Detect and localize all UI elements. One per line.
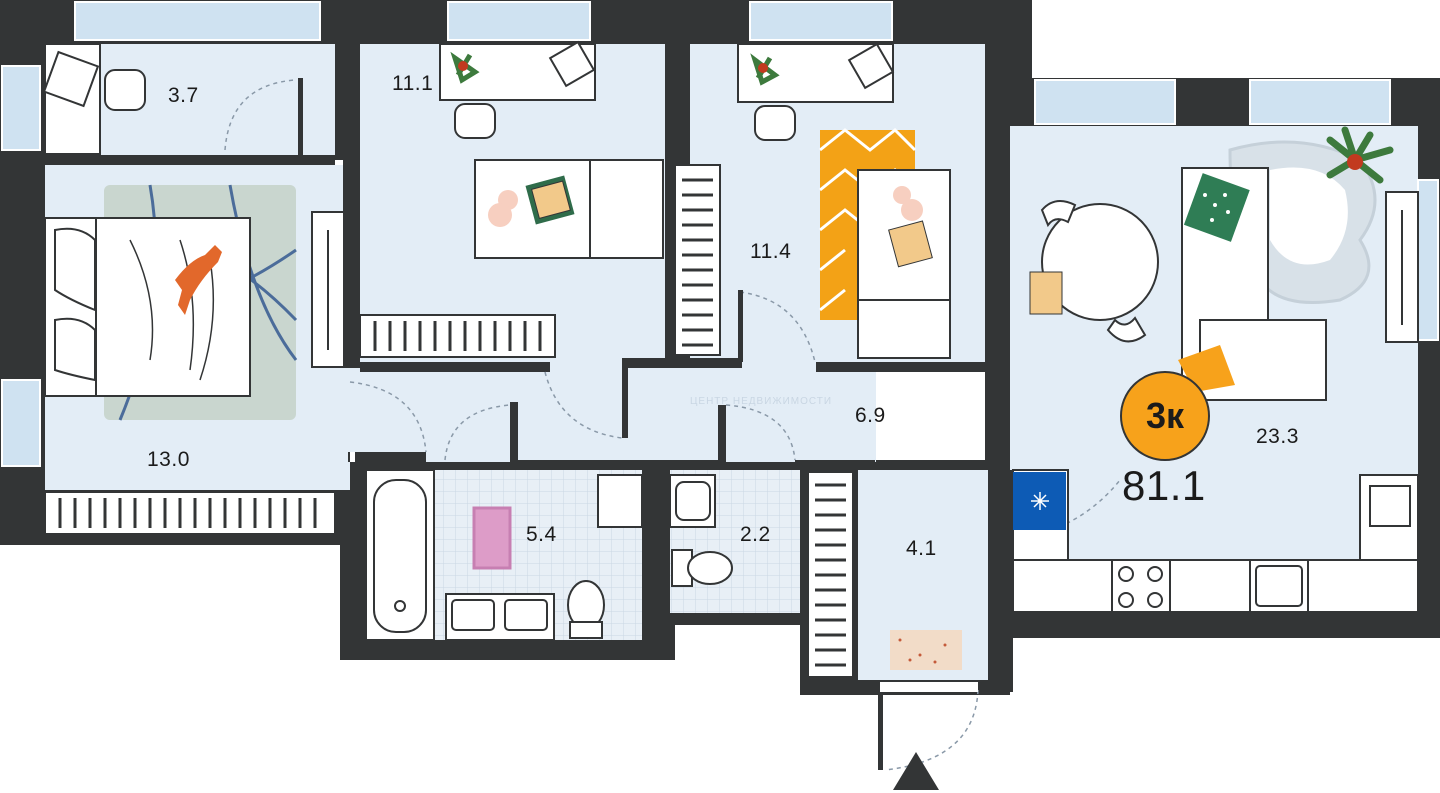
- radiator-fins: [58, 178, 846, 667]
- doormat: [890, 630, 962, 670]
- room-count-badge: 3к: [1120, 371, 1210, 461]
- door-swings: [349, 291, 1121, 771]
- bedroom-11-1-furniture: [439, 40, 664, 259]
- sofa-pillow: [1183, 173, 1250, 242]
- radiators: [44, 164, 854, 678]
- total-area: 81.1: [1122, 462, 1206, 509]
- area-label-6-9: 6.9: [855, 404, 886, 427]
- wc-fixtures: [669, 474, 733, 587]
- windows: [1, 1, 1439, 467]
- desk-3-7: [42, 43, 303, 156]
- bedroom-11-4-furniture: [737, 42, 951, 359]
- area-label-2-2: 2.2: [740, 523, 771, 546]
- bath-mat: [472, 506, 512, 570]
- area-label-4-1: 4.1: [906, 537, 937, 560]
- entrance-arrow-icon: [893, 752, 939, 790]
- area-label-11-1: 11.1: [392, 72, 434, 95]
- bathroom-fixtures: [365, 469, 643, 641]
- double-bed: [44, 217, 251, 397]
- area-label-3-7: 3.7: [168, 84, 199, 107]
- area-label-23-3: 23.3: [1256, 425, 1299, 448]
- watermark: ЦЕНТР НЕДВИЖИМОСТИ: [690, 396, 833, 407]
- area-label-5-4: 5.4: [526, 523, 557, 546]
- kitchen: [1012, 469, 1419, 613]
- plant-icon: [1326, 126, 1394, 184]
- living-room-furniture: [1029, 126, 1394, 401]
- cat-icon: [175, 245, 222, 315]
- area-label-13-0: 13.0: [147, 448, 190, 471]
- area-label-11-4: 11.4: [750, 240, 792, 263]
